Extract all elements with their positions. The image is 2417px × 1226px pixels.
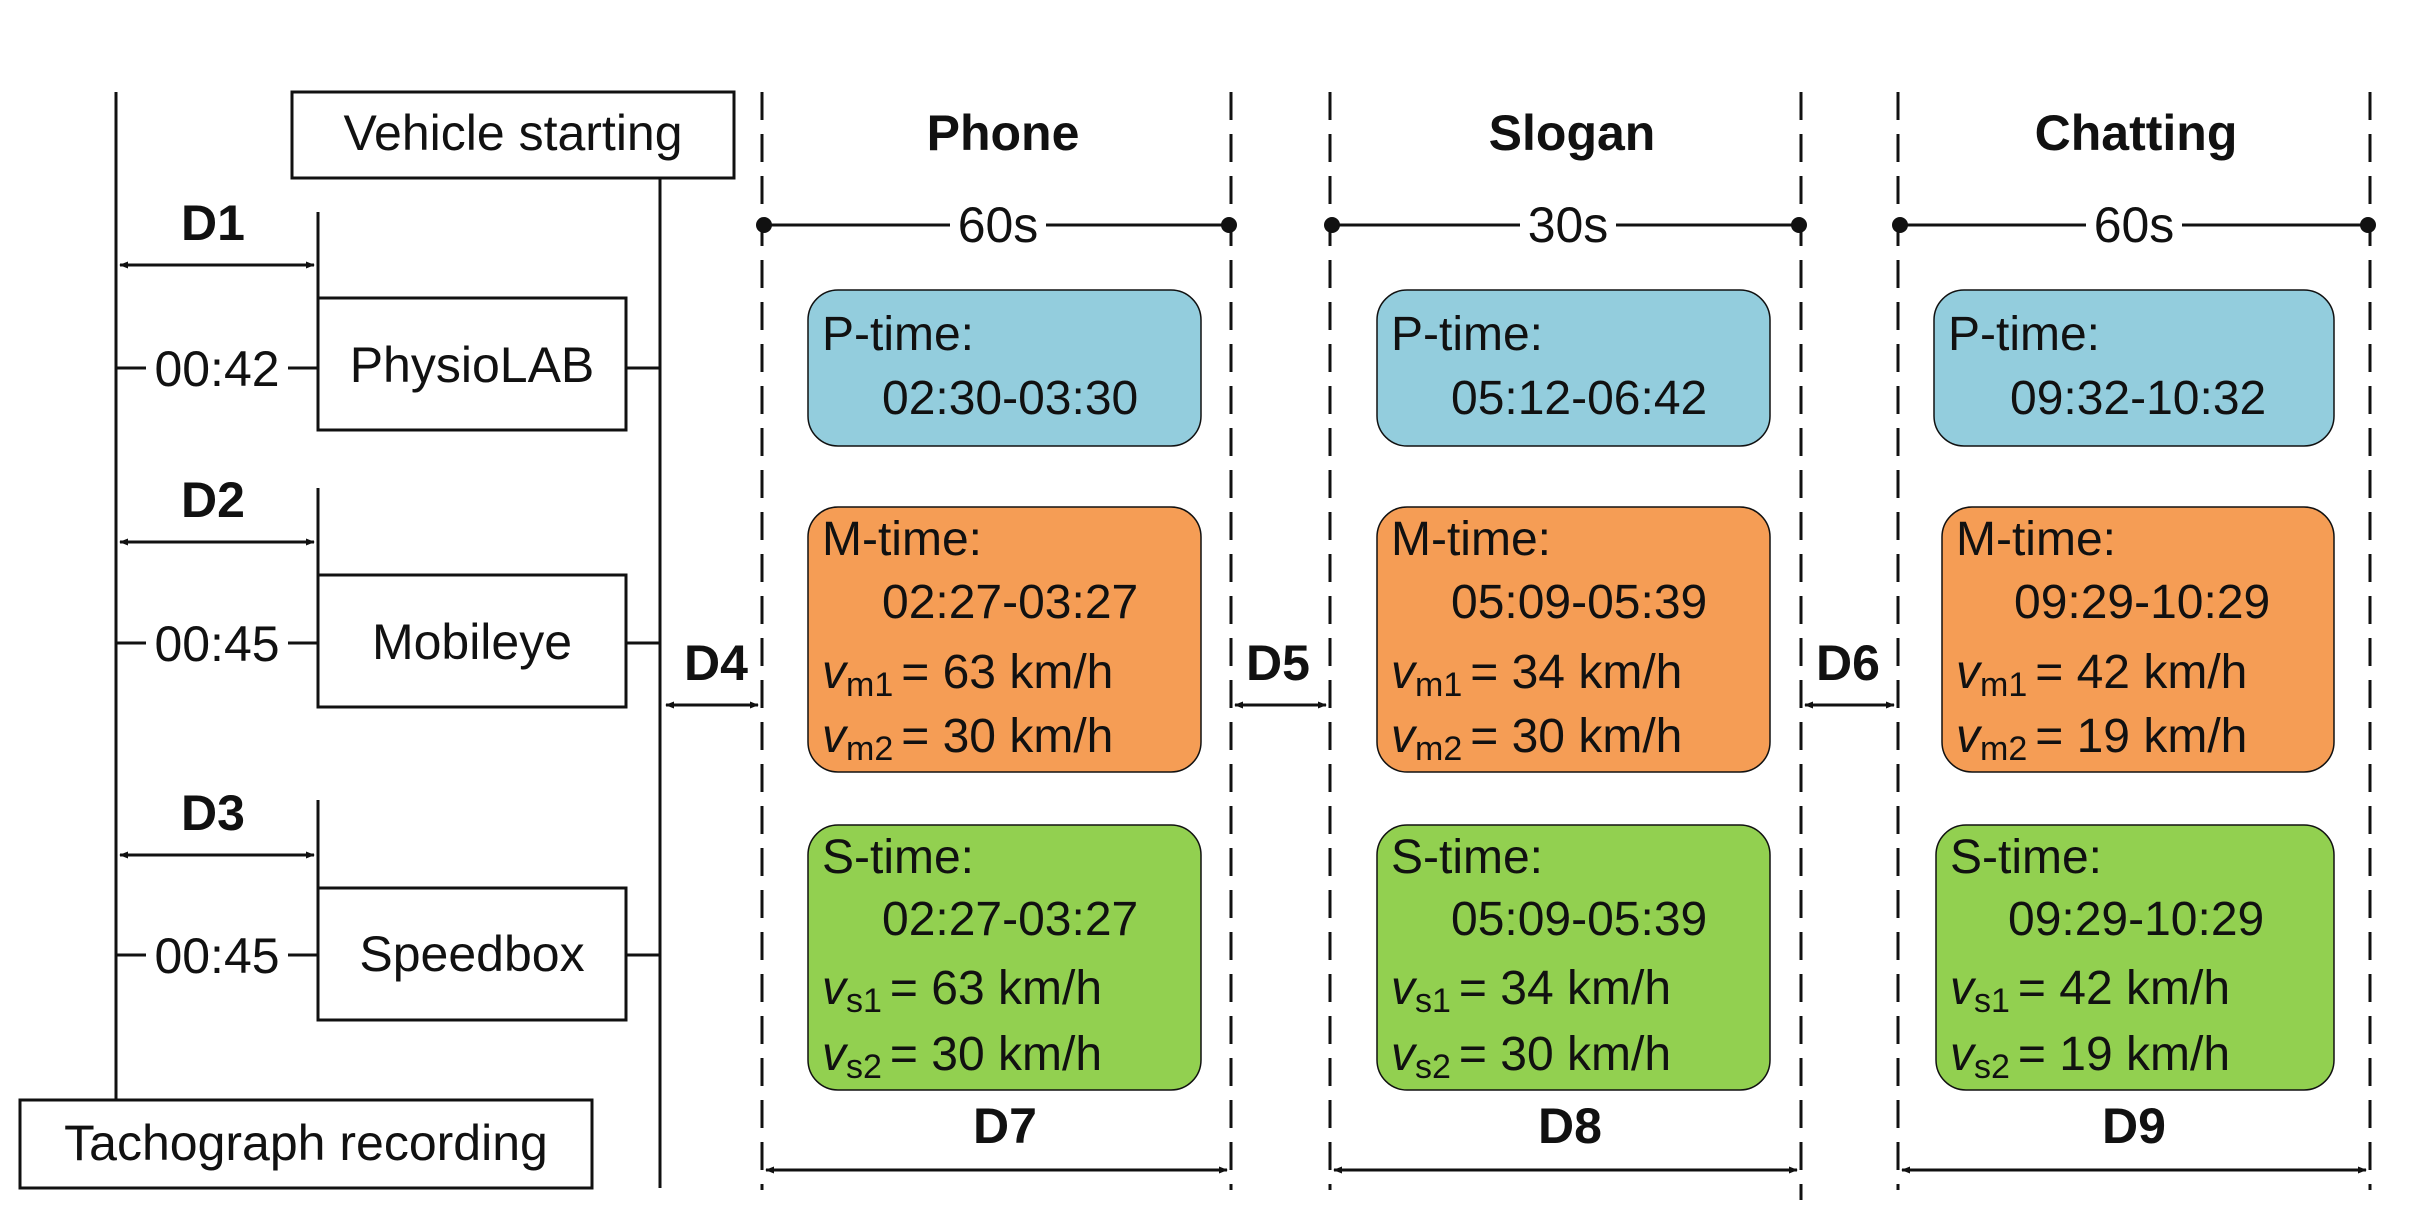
s-time-label: S-time: [1391, 831, 1543, 884]
mobileye-offset: 00:45 [154, 616, 279, 672]
vm2-line: vm2= 30 km/h [822, 710, 1113, 768]
device-mobileye: D2 00:45 Mobileye [116, 472, 660, 709]
vm2-line: vm2= 19 km/h [1956, 710, 2247, 768]
vs2-line: vs2= 19 km/h [1950, 1028, 2230, 1086]
task-title: Phone [927, 105, 1080, 161]
vehicle-starting-label: Vehicle starting [343, 105, 682, 161]
task-duration: 30s [1528, 197, 1609, 253]
vs1-line: vs1= 63 km/h [822, 962, 1102, 1020]
s-time-box [807, 824, 1202, 1091]
s-time-range: 02:27-03:27 [882, 893, 1138, 946]
d6-label: D6 [1816, 635, 1880, 691]
vm2-line: vm2= 30 km/h [1391, 710, 1682, 768]
d9-label: D9 [2102, 1098, 2166, 1154]
task-slogan: Slogan 30s P-time: 05:12-06:42 M-time: 0… [1324, 105, 1807, 1174]
m-time-range: 02:27-03:27 [882, 576, 1138, 629]
device-physiolab: D1 00:42 PhysioLAB [116, 195, 660, 432]
device-speedbox: D3 00:45 Speedbox [116, 785, 660, 1022]
d5-label: D5 [1246, 635, 1310, 691]
p-time-box [1933, 289, 2335, 447]
s-time-range: 09:29-10:29 [2008, 893, 2264, 946]
task-chatting: Chatting 60s P-time: 09:32-10:32 M-time:… [1892, 105, 2376, 1174]
m-time-label: M-time: [822, 513, 982, 566]
m-time-label: M-time: [1956, 513, 2116, 566]
p-time-box [807, 289, 1202, 447]
mobileye-label: Mobileye [372, 614, 572, 670]
s-time-label: S-time: [822, 831, 974, 884]
vm1-line: vm1= 42 km/h [1956, 646, 2247, 704]
vs2-line: vs2= 30 km/h [1391, 1028, 1671, 1086]
m-time-range: 09:29-10:29 [2014, 576, 2270, 629]
s-time-label: S-time: [1950, 831, 2102, 884]
vs2-line: vs2= 30 km/h [822, 1028, 1102, 1086]
task-duration: 60s [958, 197, 1039, 253]
gap-arrows: D4 D5 D6 [665, 635, 1895, 709]
p-time-range: 09:32-10:32 [2010, 372, 2266, 425]
physiolab-label: PhysioLAB [350, 337, 595, 393]
vm1-line: vm1= 63 km/h [822, 646, 1113, 704]
m-time-range: 05:09-05:39 [1451, 576, 1707, 629]
vs1-line: vs1= 34 km/h [1391, 962, 1671, 1020]
vs1-line: vs1= 42 km/h [1950, 962, 2230, 1020]
vm1-line: vm1= 34 km/h [1391, 646, 1682, 704]
m-time-label: M-time: [1391, 513, 1551, 566]
task-duration: 60s [2094, 197, 2175, 253]
p-time-label: P-time: [1391, 308, 1543, 361]
d2-label: D2 [181, 472, 245, 528]
speedbox-label: Speedbox [359, 926, 584, 982]
tachograph-box [18, 1098, 594, 1190]
task-title: Chatting [2035, 105, 2238, 161]
physiolab-offset: 00:42 [154, 341, 279, 397]
task-title: Slogan [1489, 105, 1656, 161]
d4-label: D4 [684, 635, 748, 691]
d8-label: D8 [1538, 1098, 1602, 1154]
s-time-box [1935, 824, 2335, 1091]
s-time-box [1376, 824, 1771, 1091]
p-time-range: 05:12-06:42 [1451, 372, 1707, 425]
task-boundaries [760, 92, 2372, 1200]
p-time-range: 02:30-03:30 [882, 372, 1138, 425]
vehicle-starting-box [290, 90, 736, 180]
s-time-range: 05:09-05:39 [1451, 893, 1707, 946]
d1-label: D1 [181, 195, 245, 251]
p-time-box [1376, 289, 1771, 447]
d7-label: D7 [973, 1098, 1037, 1154]
p-time-label: P-time: [822, 308, 974, 361]
tachograph-label: Tachograph recording [64, 1115, 548, 1171]
task-phone: Phone 60s P-time: 02:30-03:30 M-time: 02… [756, 105, 1237, 1174]
p-time-label: P-time: [1948, 308, 2100, 361]
d3-label: D3 [181, 785, 245, 841]
m-time-box [1941, 506, 2335, 773]
speedbox-offset: 00:45 [154, 928, 279, 984]
m-time-box [1376, 506, 1771, 773]
m-time-box [807, 506, 1202, 773]
